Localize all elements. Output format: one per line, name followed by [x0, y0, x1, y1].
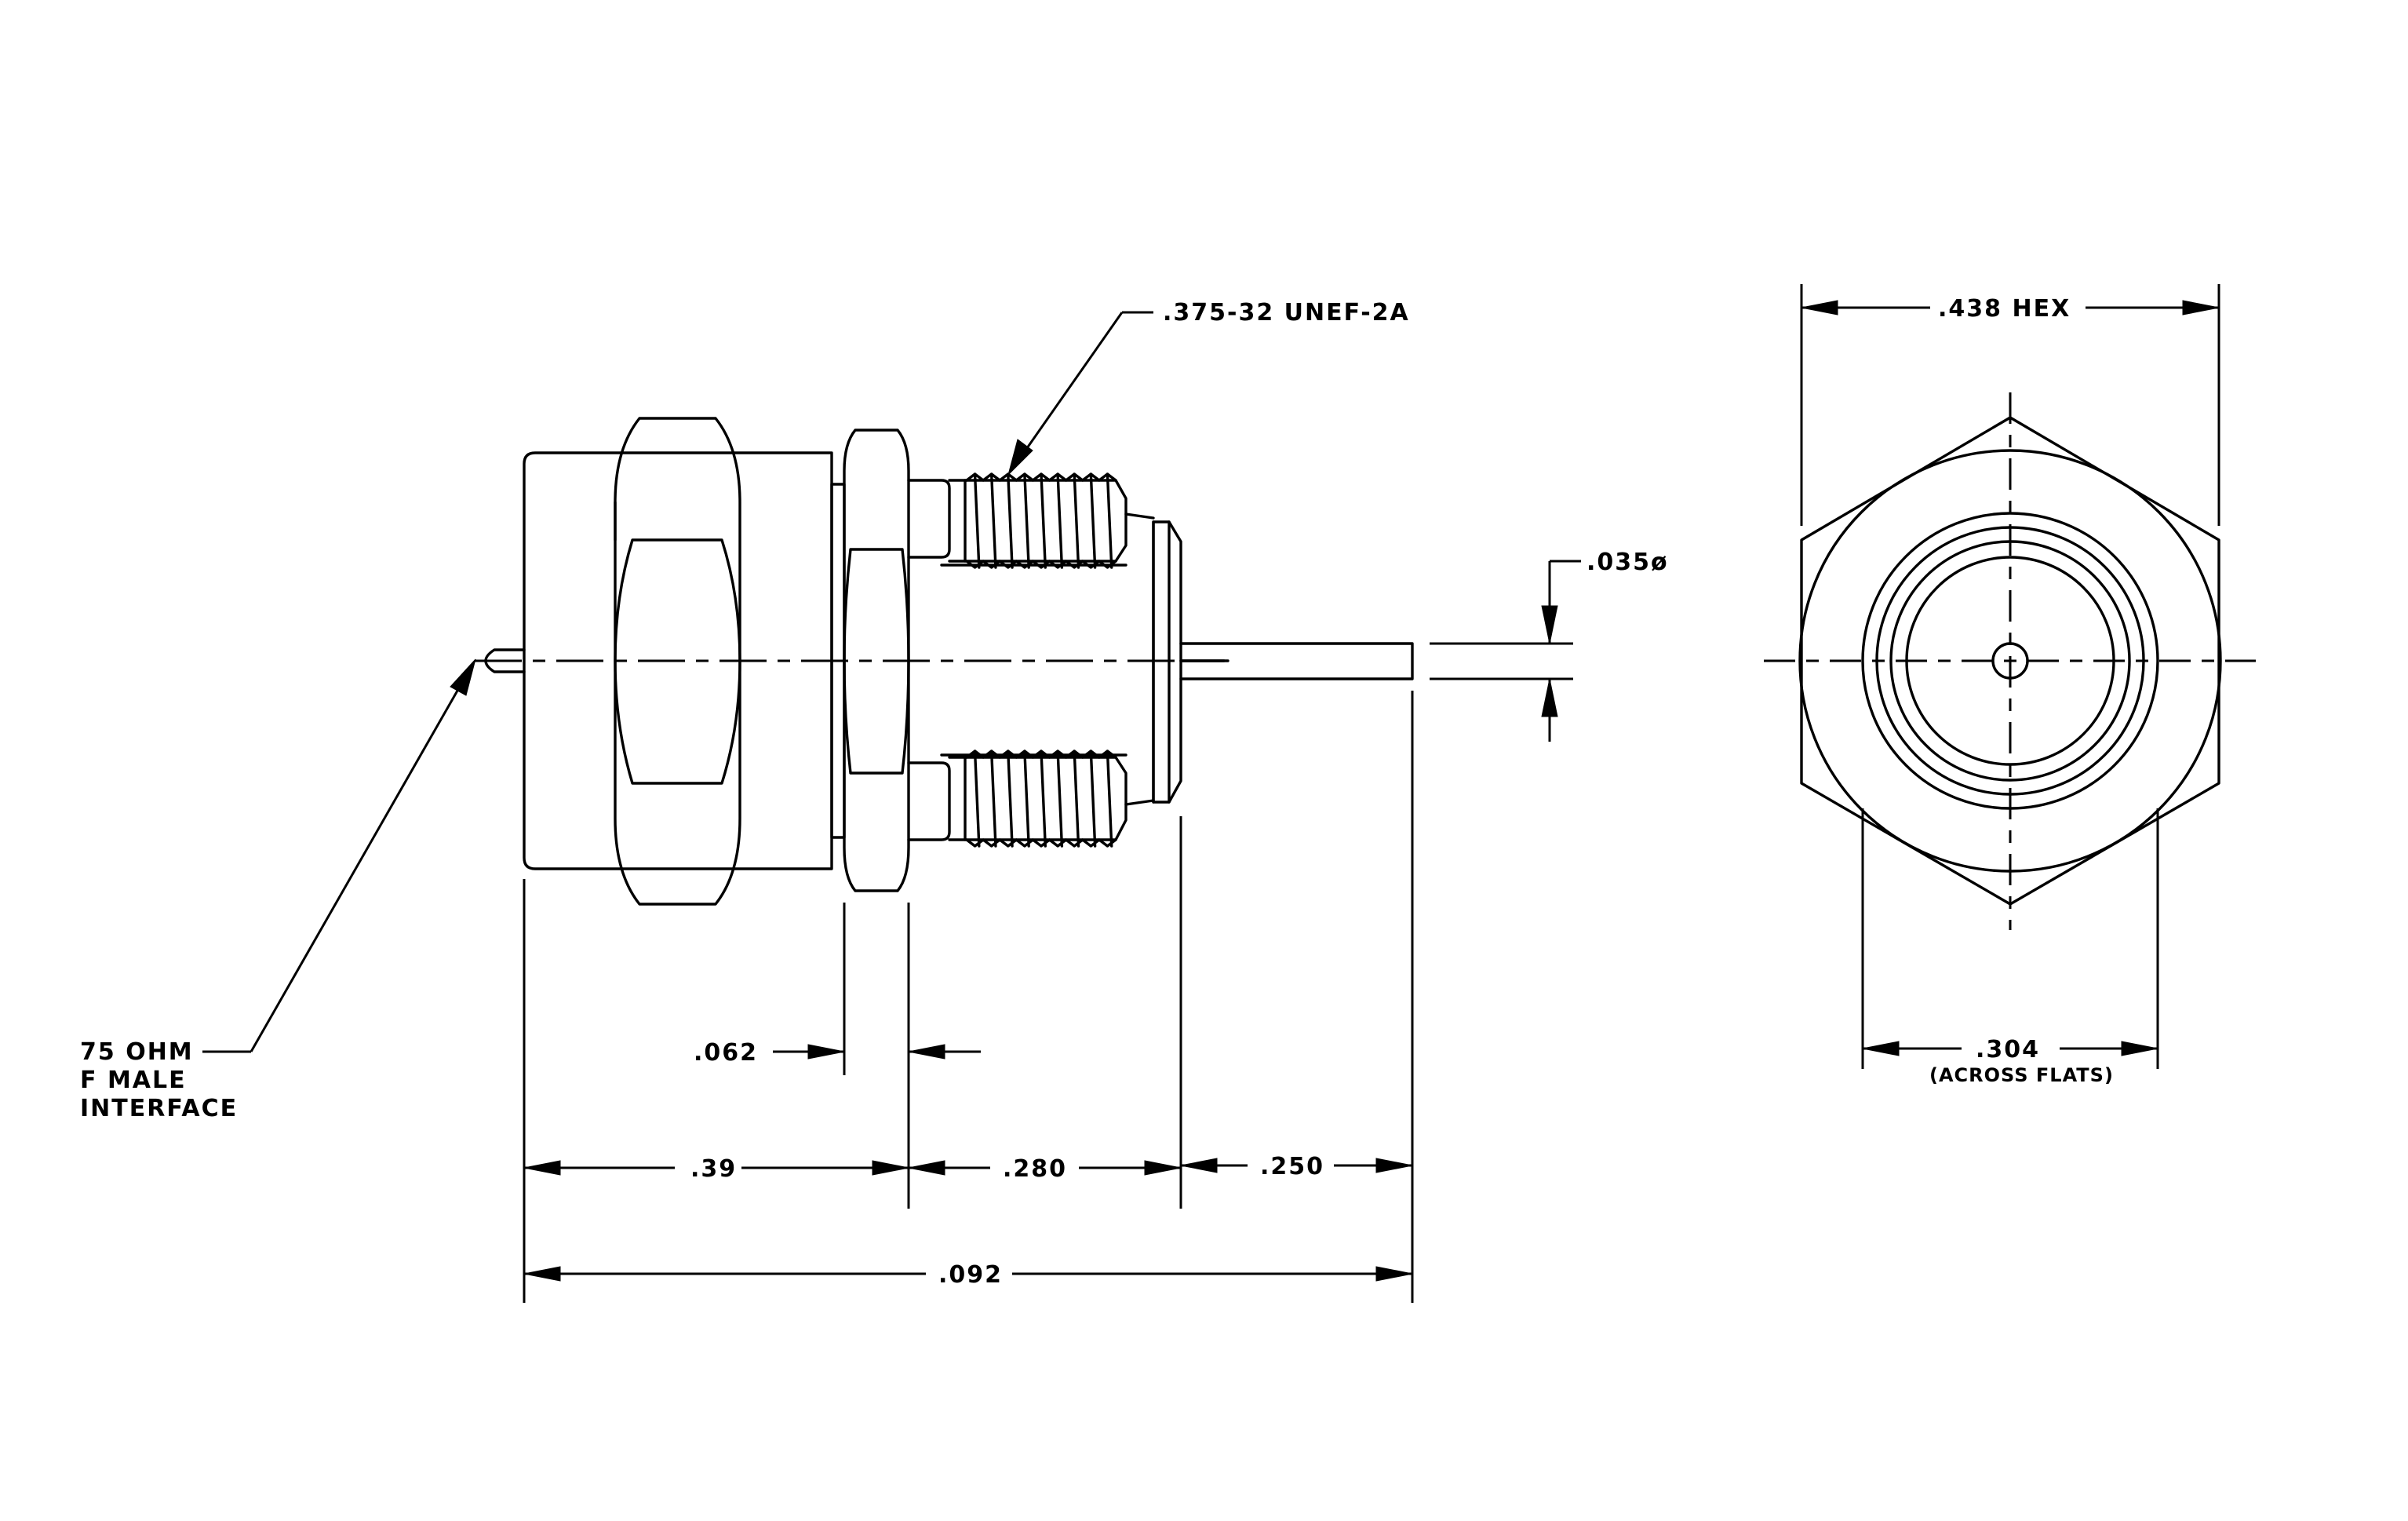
length-chain-dimension: .39 .280 .250 [523, 1153, 1413, 1183]
flats-label: .304 [1976, 1036, 2040, 1063]
hex-size-label: .438 HEX [1938, 295, 2071, 323]
thread-length-label: .280 [1003, 1155, 1067, 1183]
nut-thickness-dimension: .062 [694, 1039, 981, 1067]
overall-length-label: .092 [938, 1261, 1003, 1289]
pin-diameter-label: .035ø [1587, 549, 1669, 576]
flats-dimension: .304 (ACROSS FLATS) [1861, 808, 2159, 1086]
solder-pin [1179, 642, 1414, 680]
nut-thickness-label: .062 [694, 1039, 758, 1067]
large-hex-nut [614, 417, 741, 906]
overall-length-dimension: .092 [523, 1261, 1413, 1289]
small-hex-nut [843, 429, 910, 892]
interface-label-line1: 75 OHM [80, 1038, 194, 1066]
thread-tooth-profile [965, 472, 1117, 569]
hex-size-dimension: .438 HEX [1800, 284, 2220, 526]
thread-tooth-profile [965, 750, 1117, 848]
small-hex-face [843, 548, 910, 775]
thread-callout: .375-32 UNEF-2A [1007, 299, 1410, 476]
interface-label-line2: F MALE [80, 1067, 187, 1094]
interface-label-line3: INTERFACE [80, 1095, 238, 1122]
large-hex-face-top [614, 538, 741, 785]
pin-diameter-dimension: .035ø [1430, 549, 1669, 742]
lower-thread [907, 750, 1127, 848]
upper-thread [907, 472, 1127, 569]
extension-lines [523, 691, 1414, 1303]
body-length-label: .39 [690, 1155, 737, 1183]
flats-note: (ACROSS FLATS) [1929, 1064, 2114, 1086]
thread-spec-label: .375-32 UNEF-2A [1163, 299, 1410, 326]
end-view [1764, 392, 2256, 930]
pin-length-label: .250 [1260, 1153, 1324, 1180]
rear-body [523, 451, 833, 870]
side-view [475, 417, 1414, 906]
interface-callout: 75 OHM F MALE INTERFACE [80, 658, 476, 1122]
